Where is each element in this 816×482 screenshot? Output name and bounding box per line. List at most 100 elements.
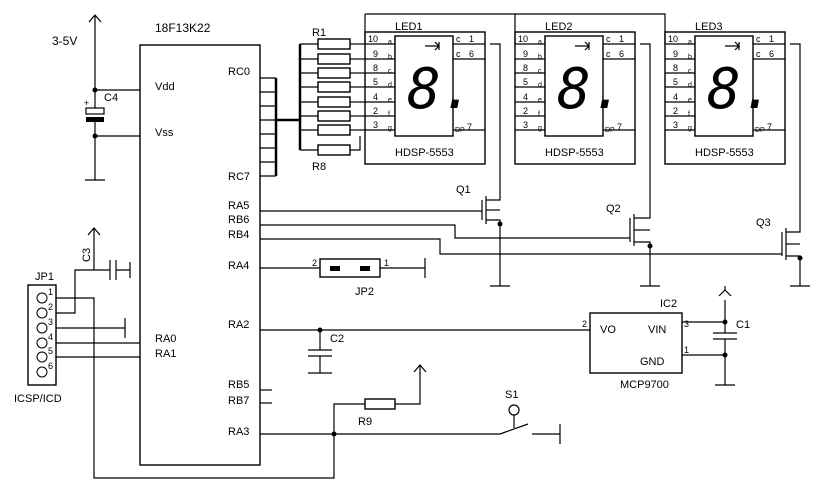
jp2-pin-2: 2 bbox=[312, 258, 317, 268]
led-seg-letter: a bbox=[388, 39, 392, 46]
led-digit: 8. bbox=[707, 57, 774, 122]
ic2-label: IC2 bbox=[660, 298, 677, 310]
led-pin-number: 3 bbox=[673, 120, 678, 130]
led-seg-letter: e bbox=[388, 97, 392, 104]
mcu-pin-rb6: RB6 bbox=[228, 214, 249, 226]
led-seg-letter: d bbox=[538, 82, 542, 89]
jp1-caption: ICSP/ICD bbox=[14, 393, 62, 405]
r1-label: R1 bbox=[312, 27, 326, 39]
led-pin-number: 9 bbox=[673, 49, 678, 59]
mcu-pin-vss: Vss bbox=[155, 127, 174, 139]
led-pin-number: 1 bbox=[769, 34, 774, 44]
led-seg-letter: e bbox=[538, 97, 542, 104]
jp2-label: JP2 bbox=[355, 286, 374, 298]
led-common-diode bbox=[725, 41, 740, 51]
led-seg-letter: f bbox=[688, 111, 690, 118]
mcu-name: 18F13K22 bbox=[155, 21, 211, 35]
led-digit: 8. bbox=[407, 57, 474, 122]
resistor bbox=[317, 144, 351, 156]
led-left-pin-lines bbox=[515, 36, 546, 136]
led-pin-number: 6 bbox=[769, 49, 774, 59]
resistor bbox=[317, 110, 351, 122]
led-digit: 8. bbox=[557, 57, 624, 122]
transistor-q1 bbox=[260, 43, 510, 287]
resistor bbox=[317, 124, 351, 136]
supply-arrow bbox=[88, 14, 102, 30]
mcu-body bbox=[139, 44, 261, 466]
transistor-q2 bbox=[260, 43, 660, 287]
led-pin-number: 8 bbox=[673, 63, 678, 73]
mcu-pin-ra1: RA1 bbox=[155, 348, 176, 360]
led-seg-letter: DP bbox=[455, 127, 465, 134]
led-right-pin-lines bbox=[453, 43, 485, 131]
resistor bbox=[317, 81, 351, 93]
led-pin-number: 5 bbox=[523, 77, 528, 87]
jp1-pin-6: 6 bbox=[48, 361, 53, 371]
jp1-pin-5: 5 bbox=[48, 346, 53, 356]
led-part: HDSP-5553 bbox=[695, 147, 754, 159]
mcu-pin-rb4: RB4 bbox=[228, 229, 249, 241]
led-pin-number: 8 bbox=[523, 63, 528, 73]
mcu-pin-rc7: RC7 bbox=[228, 171, 250, 183]
led-name: LED3 bbox=[695, 21, 723, 33]
capacitor-c3 bbox=[87, 227, 131, 280]
resistor bbox=[317, 53, 351, 65]
led-pin-number: 5 bbox=[673, 77, 678, 87]
led-seg-letter: c bbox=[606, 34, 611, 44]
led-part: HDSP-5553 bbox=[395, 147, 454, 159]
led-pin-number: 10 bbox=[668, 34, 678, 44]
led-digit-body bbox=[544, 35, 604, 137]
led-pin-number: 8 bbox=[373, 63, 378, 73]
led-left-pin-lines bbox=[365, 36, 396, 136]
led-seg-letter: c bbox=[456, 34, 461, 44]
mcu-pin-ra5: RA5 bbox=[228, 200, 249, 212]
jp1-pin-2: 2 bbox=[48, 302, 53, 312]
led-seg-letter: c bbox=[388, 68, 392, 75]
led-name: LED2 bbox=[545, 21, 573, 33]
mcu-pin-ra2: RA2 bbox=[228, 319, 249, 331]
led-seg-letter: d bbox=[388, 82, 392, 89]
mcu-pin-rb5: RB5 bbox=[228, 379, 249, 391]
led-pin-number: 6 bbox=[619, 49, 624, 59]
led-part: HDSP-5553 bbox=[545, 147, 604, 159]
led-seg-letter: e bbox=[688, 97, 692, 104]
jp1-pin-1: 1 bbox=[48, 287, 53, 297]
led-seg-letter: g bbox=[688, 125, 692, 132]
ic2-part: MCP9700 bbox=[620, 379, 669, 391]
led-seg-letter: a bbox=[688, 39, 692, 46]
led-pin-number: 4 bbox=[373, 92, 378, 102]
led-pin-number: 4 bbox=[673, 92, 678, 102]
led-seg-letter: c bbox=[756, 49, 761, 59]
capacitor-c2 bbox=[308, 330, 332, 374]
ic2-num-vin: 3 bbox=[684, 319, 689, 329]
led-common-top bbox=[364, 13, 666, 44]
mcu-pin-ra3: RA3 bbox=[228, 426, 249, 438]
led-pin-number: 10 bbox=[368, 34, 378, 44]
c1-junction-top bbox=[722, 319, 728, 325]
led-seg-letter: c bbox=[688, 68, 692, 75]
led-seg-letter: g bbox=[538, 125, 542, 132]
data-bus bbox=[274, 44, 302, 176]
led-pin-number: 9 bbox=[373, 49, 378, 59]
mcu-pin-ra4: RA4 bbox=[228, 260, 249, 272]
switch-s1 bbox=[499, 404, 561, 444]
led-name: LED1 bbox=[395, 21, 423, 33]
led-pin-number: 7 bbox=[617, 122, 622, 132]
led-pin-number: 7 bbox=[467, 122, 472, 132]
led-right-pin-lines bbox=[603, 43, 635, 131]
segment-lines bbox=[350, 43, 365, 151]
sensor-ic2 bbox=[589, 286, 737, 386]
led-pin-number: 2 bbox=[373, 106, 378, 116]
c3-label: C3 bbox=[81, 248, 93, 262]
jp1-pin-4: 4 bbox=[48, 332, 53, 342]
s1-label: S1 bbox=[505, 389, 518, 401]
svg-text:+: + bbox=[84, 98, 89, 108]
led-left-pin-lines bbox=[665, 36, 696, 136]
q3-label: Q3 bbox=[756, 217, 771, 229]
q1-label: Q1 bbox=[456, 184, 471, 196]
